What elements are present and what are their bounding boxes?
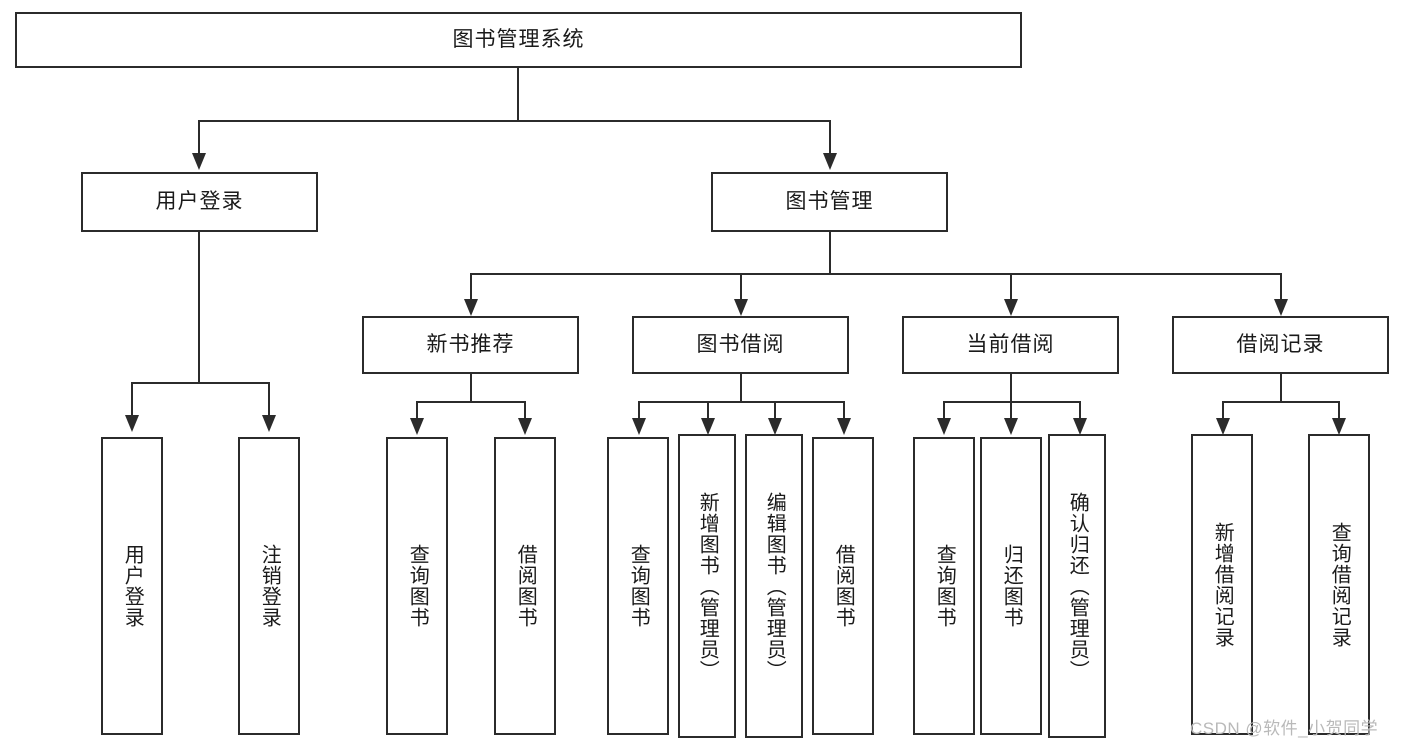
arrowhead-leaf-query-book-2 [632, 418, 646, 435]
node-leaf-borrow-book-2[interactable]: 借阅图书 [812, 437, 874, 735]
edge-root-bus [198, 120, 830, 122]
node-new-book-rec-label: 新书推荐 [426, 333, 515, 357]
edge-current-borrow-drop-1 [943, 401, 945, 421]
arrowhead-leaf-borrow-book-2 [837, 418, 851, 435]
node-leaf-return-book[interactable]: 归还图书 [980, 437, 1042, 735]
arrowhead-current-borrow [1004, 299, 1018, 316]
node-leaf-user-login[interactable]: 用户登录 [101, 437, 163, 735]
node-leaf-edit-book[interactable]: 编辑图书（管理员） [745, 434, 803, 738]
arrowhead-leaf-query-book-3 [937, 418, 951, 435]
node-user-login-label: 用户登录 [155, 190, 244, 214]
arrowhead-book-manage [823, 153, 837, 170]
arrowhead-leaf-logout-login [262, 415, 276, 432]
edge-borrow-record-drop-2 [1338, 401, 1340, 421]
edge-new-book-rec-drop-1 [416, 401, 418, 421]
node-leaf-edit-book-label: 编辑图书（管理员） [763, 491, 786, 681]
edge-new-book-rec-drop-2 [524, 401, 526, 421]
node-book-manage-label: 图书管理 [785, 190, 874, 214]
edge-current-borrow-drop-2 [1010, 401, 1012, 421]
edge-user-login-stem [198, 232, 200, 382]
node-root-label: 图书管理系统 [452, 28, 585, 52]
node-leaf-add-book-label: 新增图书（管理员） [696, 491, 719, 681]
node-leaf-logout-login[interactable]: 注销登录 [238, 437, 300, 735]
node-leaf-user-login-label: 用户登录 [121, 544, 144, 628]
node-current-borrow[interactable]: 当前借阅 [902, 316, 1119, 374]
edge-new-book-rec-stem [470, 374, 472, 401]
edge-borrow-record-bus [1222, 401, 1339, 403]
node-leaf-query-book-1-label: 查询图书 [406, 544, 429, 628]
node-leaf-query-book-3-label: 查询图书 [933, 544, 956, 628]
node-leaf-add-book[interactable]: 新增图书（管理员） [678, 434, 736, 738]
arrowhead-leaf-user-login [125, 415, 139, 432]
edge-book-manage-drop-4 [1280, 273, 1282, 302]
arrowhead-new-book-rec [464, 299, 478, 316]
node-leaf-query-record[interactable]: 查询借阅记录 [1308, 434, 1370, 735]
node-leaf-confirm-return[interactable]: 确认归还（管理员） [1048, 434, 1106, 738]
edge-book-manage-drop-3 [1010, 273, 1012, 302]
node-borrow-record-label: 借阅记录 [1236, 333, 1325, 357]
node-root[interactable]: 图书管理系统 [15, 12, 1022, 68]
node-leaf-query-book-3[interactable]: 查询图书 [913, 437, 975, 735]
node-leaf-query-record-label: 查询借阅记录 [1328, 521, 1351, 648]
arrowhead-user-login [192, 153, 206, 170]
edge-book-borrow-drop-4 [843, 401, 845, 421]
edge-book-borrow-drop-2 [707, 401, 709, 421]
edge-user-login-drop-1 [131, 382, 133, 418]
edge-book-borrow-bus [638, 401, 844, 403]
edge-borrow-record-drop-1 [1222, 401, 1224, 421]
edge-book-manage-bus [470, 273, 1280, 275]
edge-user-login-bus [131, 382, 268, 384]
arrowhead-leaf-add-record [1216, 418, 1230, 435]
node-leaf-borrow-book-2-label: 借阅图书 [832, 544, 855, 628]
edge-book-manage-stem [829, 232, 831, 273]
arrowhead-borrow-record [1274, 299, 1288, 316]
node-leaf-borrow-book-1[interactable]: 借阅图书 [494, 437, 556, 735]
node-leaf-add-record-label: 新增借阅记录 [1211, 521, 1234, 648]
edge-book-manage-drop-2 [740, 273, 742, 302]
arrowhead-book-borrow [734, 299, 748, 316]
node-leaf-query-book-2-label: 查询图书 [627, 544, 650, 628]
node-borrow-record[interactable]: 借阅记录 [1172, 316, 1389, 374]
arrowhead-leaf-query-record [1332, 418, 1346, 435]
csdn-watermark: CSDN @软件_小贺同学 [1190, 719, 1379, 738]
node-leaf-borrow-book-1-label: 借阅图书 [514, 544, 537, 628]
node-leaf-return-book-label: 归还图书 [1000, 544, 1023, 628]
arrowhead-leaf-edit-book [768, 418, 782, 435]
arrowhead-leaf-add-book [701, 418, 715, 435]
node-book-borrow-label: 图书借阅 [696, 333, 785, 357]
edge-book-manage-drop-1 [470, 273, 472, 302]
arrowhead-leaf-confirm-return [1073, 418, 1087, 435]
edge-new-book-rec-bus [416, 401, 525, 403]
node-current-borrow-label: 当前借阅 [966, 333, 1055, 357]
edge-current-borrow-stem [1010, 374, 1012, 401]
node-leaf-confirm-return-label: 确认归还（管理员） [1066, 491, 1089, 681]
node-book-borrow[interactable]: 图书借阅 [632, 316, 849, 374]
node-leaf-query-book-1[interactable]: 查询图书 [386, 437, 448, 735]
arrowhead-leaf-borrow-book-1 [518, 418, 532, 435]
edge-root-stem [517, 68, 519, 120]
node-user-login[interactable]: 用户登录 [81, 172, 318, 232]
edge-book-borrow-stem [740, 374, 742, 401]
node-leaf-add-record[interactable]: 新增借阅记录 [1191, 434, 1253, 735]
arrowhead-leaf-return-book [1004, 418, 1018, 435]
node-leaf-query-book-2[interactable]: 查询图书 [607, 437, 669, 735]
edge-user-login-drop-2 [268, 382, 270, 418]
edge-current-borrow-drop-3 [1079, 401, 1081, 421]
edge-book-borrow-drop-1 [638, 401, 640, 421]
edge-root-to-book-manage [829, 120, 831, 156]
edge-borrow-record-stem [1280, 374, 1282, 401]
node-book-manage[interactable]: 图书管理 [711, 172, 948, 232]
arrowhead-leaf-query-book-1 [410, 418, 424, 435]
node-new-book-rec[interactable]: 新书推荐 [362, 316, 579, 374]
edge-book-borrow-drop-3 [774, 401, 776, 421]
node-leaf-logout-login-label: 注销登录 [258, 544, 281, 628]
edge-root-to-user-login [198, 120, 200, 156]
